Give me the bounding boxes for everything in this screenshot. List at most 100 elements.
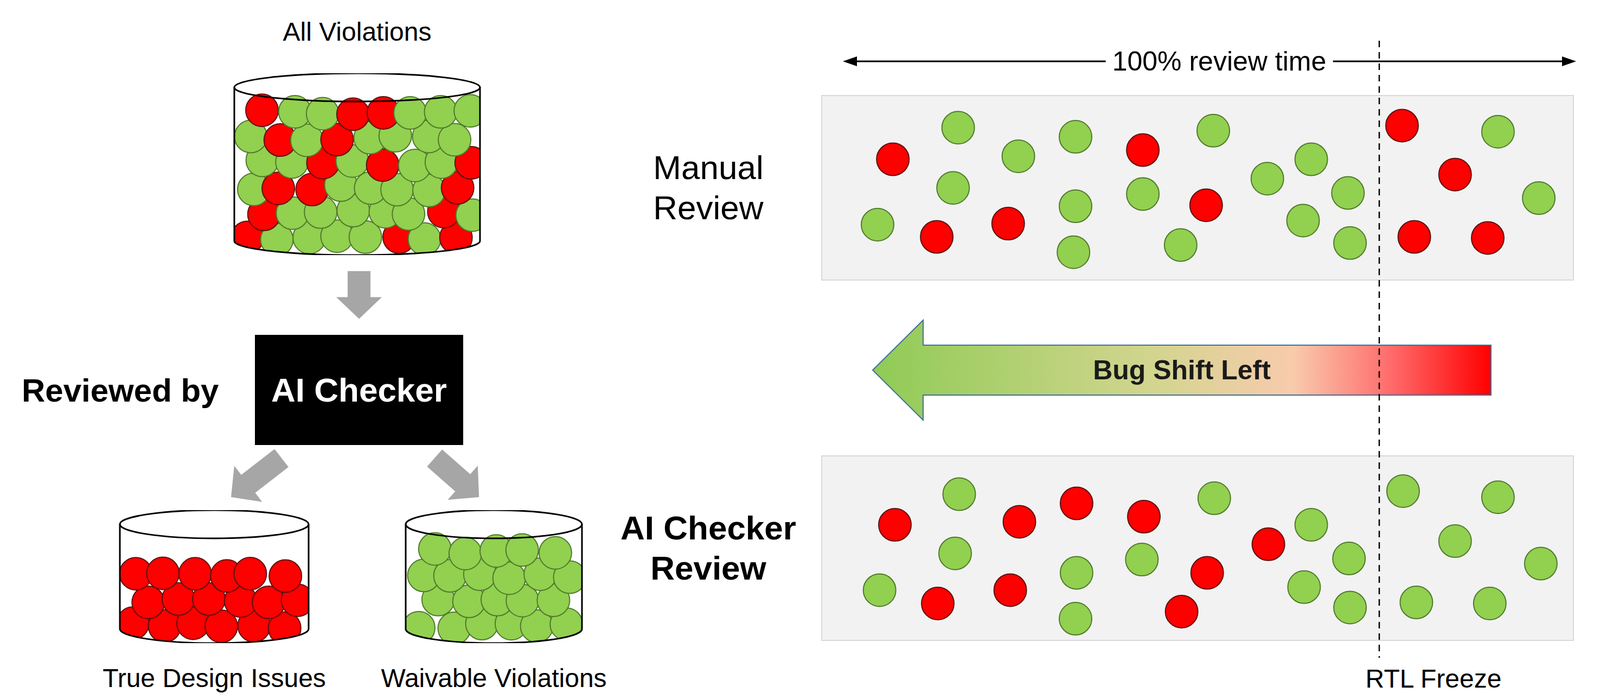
- jar-label: Waivable Violations: [380, 662, 607, 694]
- green-ball: [424, 95, 458, 128]
- red-ball: [1126, 133, 1160, 167]
- checker-box: AI Checker: [254, 334, 464, 445]
- violation-jar: True Design Issues: [118, 509, 311, 697]
- green-ball: [863, 573, 896, 606]
- red-ball: [994, 573, 1027, 606]
- jar-base: [119, 628, 309, 643]
- green-ball: [449, 536, 482, 570]
- green-ball: [1060, 556, 1093, 590]
- red-ball: [245, 93, 279, 127]
- green-ball: [1481, 480, 1515, 514]
- red-ball: [1438, 158, 1472, 191]
- jar-side: [233, 87, 236, 241]
- red-ball: [876, 143, 910, 176]
- red-ball: [146, 556, 179, 590]
- green-ball: [306, 97, 339, 130]
- jar-base: [234, 240, 480, 255]
- annotation-label: RTL Freeze: [1365, 662, 1502, 695]
- green-ball: [539, 536, 572, 569]
- jar-side: [581, 523, 584, 629]
- red-ball: [178, 557, 212, 590]
- green-ball: [1333, 590, 1367, 624]
- green-ball: [1287, 570, 1321, 604]
- arrow-head: [842, 56, 857, 67]
- red-ball: [233, 557, 267, 590]
- red-ball: [1189, 188, 1223, 222]
- green-ball: [942, 111, 975, 144]
- green-ball: [1295, 143, 1328, 176]
- green-ball: [1059, 602, 1092, 635]
- jar-rim: [405, 509, 582, 539]
- red-ball: [269, 559, 302, 593]
- annotation-label: Reviewed by: [21, 370, 220, 411]
- green-ball: [1125, 542, 1158, 576]
- red-ball: [1165, 594, 1199, 628]
- green-ball: [1198, 481, 1231, 515]
- green-ball: [936, 171, 970, 204]
- green-ball: [1251, 162, 1284, 195]
- green-ball: [418, 532, 452, 565]
- green-ball: [1059, 120, 1092, 153]
- green-ball: [1332, 541, 1366, 575]
- annotation-label: 100% review time: [1105, 45, 1334, 78]
- green-ball: [1002, 139, 1035, 173]
- green-ball: [1473, 586, 1507, 620]
- red-ball: [1060, 487, 1093, 520]
- violation-jar: All Violations: [232, 16, 482, 255]
- green-ball: [938, 536, 972, 570]
- flow-arrow: [426, 449, 479, 500]
- red-ball: [1191, 556, 1224, 590]
- jar-side: [308, 523, 310, 629]
- jar-side: [479, 87, 482, 241]
- red-ball: [921, 586, 955, 620]
- jar-base: [405, 628, 582, 643]
- arrow-head: [1562, 56, 1577, 67]
- green-ball: [1524, 547, 1558, 580]
- flow-arrow: [336, 270, 382, 319]
- jar-contents: [232, 93, 482, 255]
- violation-jar: Waivable Violations: [404, 509, 584, 697]
- red-ball: [1252, 527, 1285, 561]
- green-ball: [1057, 235, 1090, 269]
- review-band: AI Checker Review: [821, 455, 1574, 641]
- green-ball: [1386, 474, 1420, 508]
- jar-label: True Design Issues: [102, 662, 326, 694]
- green-ball: [1164, 228, 1198, 262]
- red-ball: [920, 220, 953, 254]
- green-ball: [1059, 189, 1092, 223]
- flow-arrow: [231, 448, 289, 502]
- green-ball: [1295, 508, 1328, 541]
- green-ball: [1522, 181, 1555, 215]
- jar-rim: [234, 73, 480, 102]
- red-ball: [1471, 221, 1504, 254]
- green-ball: [1197, 114, 1230, 147]
- green-ball: [1287, 203, 1320, 237]
- band-heading: Manual Review: [605, 147, 812, 229]
- red-ball: [336, 98, 370, 131]
- green-ball: [1333, 226, 1367, 260]
- box-label: AI Checker: [271, 370, 447, 409]
- jar-label: All Violations: [283, 16, 432, 48]
- red-ball: [992, 207, 1025, 240]
- jar-figure: [404, 509, 584, 643]
- rtl-freeze-line: [1378, 40, 1381, 658]
- green-ball: [1481, 115, 1515, 149]
- red-ball: [878, 508, 912, 541]
- jar-rim: [119, 509, 309, 539]
- red-ball: [1003, 504, 1036, 538]
- band-balls: [821, 455, 1574, 641]
- shift-arrow: Bug Shift Left: [872, 319, 1492, 421]
- shift-arrow-body: [872, 320, 1491, 420]
- green-ball: [1438, 524, 1472, 558]
- band-balls: [821, 94, 1574, 281]
- jar-contents: [118, 556, 311, 643]
- green-ball: [1126, 177, 1160, 211]
- jar-figure: [118, 509, 311, 643]
- green-ball: [943, 477, 976, 511]
- green-ball: [1331, 176, 1365, 210]
- jar-contents: [404, 532, 584, 643]
- red-ball: [1127, 500, 1161, 533]
- review-band: Manual Review: [821, 94, 1574, 281]
- red-ball: [1398, 220, 1431, 254]
- shift-label: Bug Shift Left: [1092, 354, 1271, 386]
